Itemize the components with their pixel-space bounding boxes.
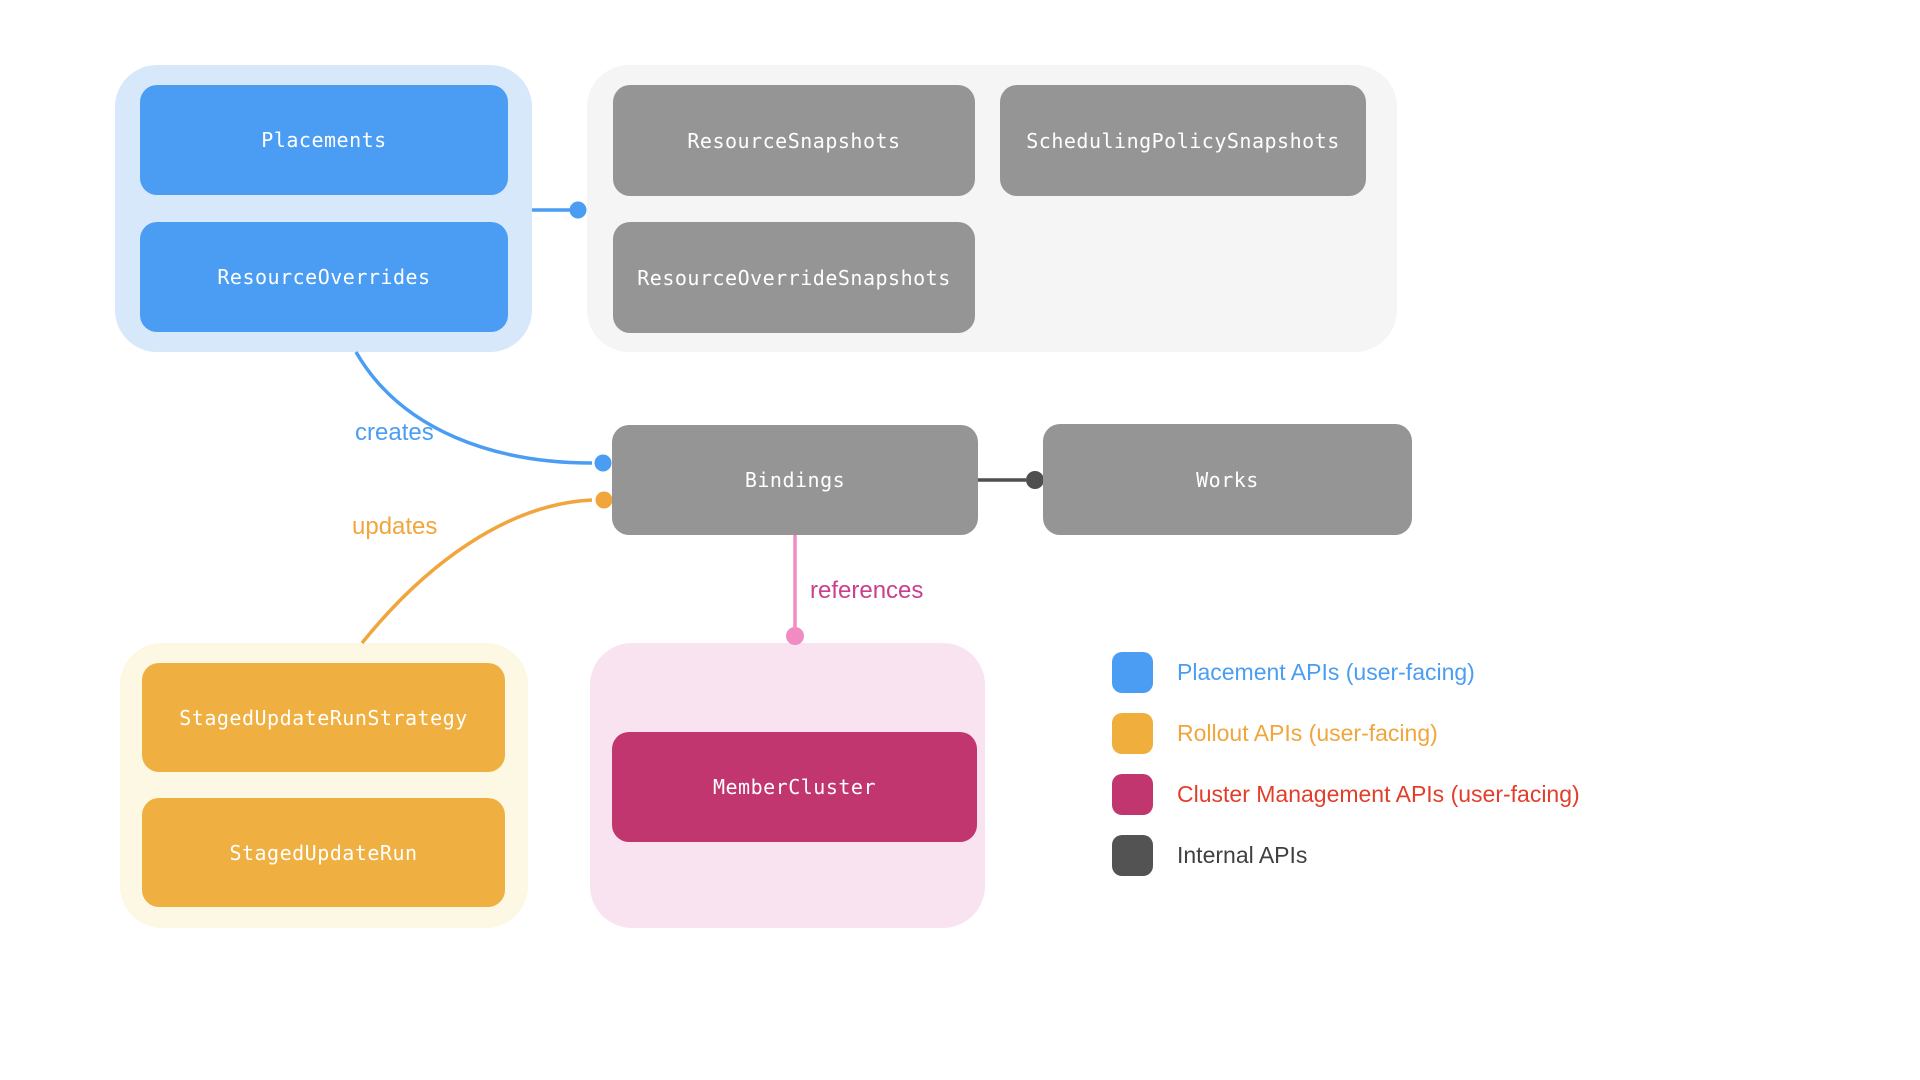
node-label: SchedulingPolicySnapshots xyxy=(1026,128,1340,153)
edge-placements-to-snapshots-dot xyxy=(569,201,587,219)
node-resource-snapshots: ResourceSnapshots xyxy=(613,85,975,196)
legend-label-placement-apis: Placement APIs (user-facing) xyxy=(1177,659,1475,685)
node-member-cluster: MemberCluster xyxy=(612,732,977,842)
node-label: StagedUpdateRun xyxy=(229,840,418,865)
legend: Placement APIs (user-facing) Rollout API… xyxy=(1112,652,1580,876)
edge-creates-label: creates xyxy=(355,419,434,446)
legend-swatch-cluster-apis xyxy=(1112,774,1153,815)
node-label: ResourceSnapshots xyxy=(687,128,901,153)
edge-references-label: references xyxy=(810,577,924,604)
node-resource-overrides: ResourceOverrides xyxy=(140,222,508,332)
edge-bindings-to-works-dot xyxy=(1026,471,1044,489)
node-label: StagedUpdateRunStrategy xyxy=(179,705,468,730)
legend-swatch-rollout-apis xyxy=(1112,713,1153,754)
legend-row-internal-apis: Internal APIs xyxy=(1112,835,1580,876)
legend-row-rollout-apis: Rollout APIs (user-facing) xyxy=(1112,713,1580,754)
node-label: Placements xyxy=(261,128,387,152)
legend-row-cluster-apis: Cluster Management APIs (user-facing) xyxy=(1112,774,1580,815)
edge-updates-label: updates xyxy=(352,513,438,540)
node-label: Works xyxy=(1196,467,1259,492)
legend-label-rollout-apis: Rollout APIs (user-facing) xyxy=(1177,720,1438,746)
node-scheduling-policy-snapshots: SchedulingPolicySnapshots xyxy=(1000,85,1366,196)
legend-label-cluster-apis: Cluster Management APIs (user-facing) xyxy=(1177,781,1580,807)
node-label: Bindings xyxy=(744,468,846,492)
legend-label-internal-apis: Internal APIs xyxy=(1177,842,1308,868)
legend-row-placement-apis: Placement APIs (user-facing) xyxy=(1112,652,1580,693)
node-staged-update-run-strategy: StagedUpdateRunStrategy xyxy=(142,663,505,772)
legend-swatch-internal-apis xyxy=(1112,835,1153,876)
node-label: MemberCluster xyxy=(712,775,877,799)
legend-swatch-placement-apis xyxy=(1112,652,1153,693)
node-bindings: Bindings xyxy=(612,425,978,535)
node-staged-update-run: StagedUpdateRun xyxy=(142,798,505,907)
node-placements: Placements xyxy=(140,85,508,195)
edge-creates-dot xyxy=(594,454,612,472)
edge-updates-dot xyxy=(595,491,613,509)
node-works: Works xyxy=(1043,424,1412,535)
node-label: ResourceOverrideSnapshots xyxy=(637,265,951,290)
node-label: ResourceOverrides xyxy=(217,265,431,289)
node-resource-override-snapshots: ResourceOverrideSnapshots xyxy=(613,222,975,333)
